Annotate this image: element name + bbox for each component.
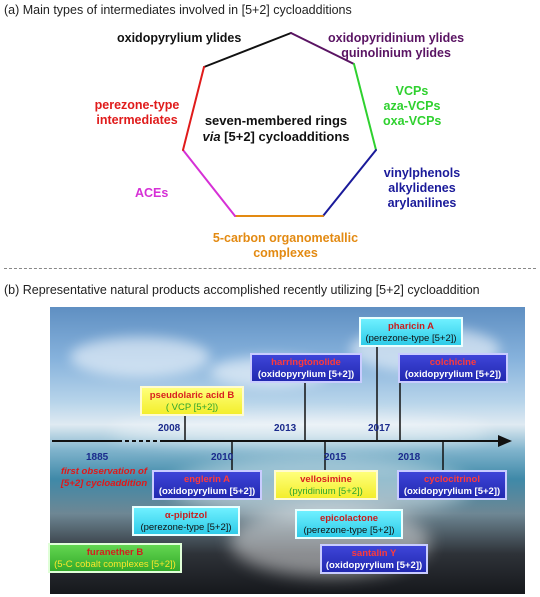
first-observation-note: first observation of [5+2] cycloaddition bbox=[56, 466, 152, 490]
first-observation-line-1: first observation of bbox=[60, 466, 148, 477]
label-bottom-line-1: 5-carbon organometallic bbox=[212, 231, 359, 245]
label-top-right: oxidopyridinium ylides quinolinium ylide… bbox=[328, 31, 464, 61]
box-harringtonolide-name: harringtonolide bbox=[271, 357, 341, 368]
year-2015: 2015 bbox=[324, 452, 347, 463]
label-top-line-1: oxidopyrylium ylides bbox=[117, 31, 242, 45]
box-englerin-a-name: englerin A bbox=[183, 474, 231, 485]
year-2017: 2017 bbox=[368, 423, 391, 434]
label-bottom-right-line-3: arylanilines bbox=[387, 196, 457, 210]
center-line-2-rest: [5+2] cycloadditions bbox=[220, 129, 350, 144]
label-bottom: 5-carbon organometallic complexes bbox=[198, 231, 373, 261]
box-harringtonolide-type: (oxidopyrylium [5+2]) bbox=[257, 369, 355, 380]
box-alpha-pipitzol-type: (perezone-type [5+2]) bbox=[140, 522, 232, 533]
box-pseudolaric-acid-b: pseudolaric acid B ( VCP [5+2]) bbox=[140, 386, 244, 416]
box-santalin-y-type: (oxidopyrylium [5+2]) bbox=[325, 560, 423, 571]
box-pharicin-a-type: (perezone-type [5+2]) bbox=[365, 333, 457, 344]
box-pharicin-a: pharicin A (perezone-type [5+2]) bbox=[359, 317, 463, 347]
box-colchicine: colchicine (oxidopyrylium [5+2]) bbox=[398, 353, 508, 383]
box-harringtonolide: harringtonolide (oxidopyrylium [5+2]) bbox=[250, 353, 362, 383]
center-line-1: seven-membered rings bbox=[204, 113, 348, 128]
box-cyclocitrinol-type: (oxidopyrylium [5+2]) bbox=[403, 486, 501, 497]
label-bottom-right-line-2: alkylidenes bbox=[388, 181, 456, 195]
label-right-line-1: VCPs bbox=[395, 84, 429, 98]
first-observation-line-2: [5+2] cycloaddition bbox=[60, 478, 148, 489]
box-vellosimine-name: vellosimine bbox=[300, 474, 352, 485]
heptagon-edge bbox=[322, 149, 377, 217]
year-2008: 2008 bbox=[158, 423, 181, 434]
heptagon-edge bbox=[353, 63, 377, 151]
heptagon-edge bbox=[182, 66, 205, 151]
box-furanether-b-type: (5-C cobalt complexes [5+2]) bbox=[54, 559, 176, 570]
center-text: seven-membered rings via [5+2] cycloaddi… bbox=[196, 113, 356, 145]
box-epicolactone-name: epicolactone bbox=[319, 513, 379, 524]
box-alpha-pipitzol: α-pipitzol (perezone-type [5+2]) bbox=[132, 506, 240, 536]
box-pharicin-a-name: pharicin A bbox=[387, 321, 435, 332]
label-top-right-line-2: quinolinium ylides bbox=[341, 46, 451, 60]
label-right-line-2: aza-VCPs bbox=[383, 99, 441, 113]
box-santalin-y: santalin Y (oxidopyrylium [5+2]) bbox=[320, 544, 428, 574]
box-colchicine-type: (oxidopyrylium [5+2]) bbox=[404, 369, 502, 380]
box-epicolactone: epicolactone (perezone-type [5+2]) bbox=[295, 509, 403, 539]
year-1885: 1885 bbox=[86, 452, 109, 463]
year-2018: 2018 bbox=[398, 452, 421, 463]
section-divider bbox=[4, 268, 536, 269]
box-cyclocitrinol: cyclocitrinol (oxidopyrylium [5+2]) bbox=[397, 470, 507, 500]
box-pseudolaric-acid-b-type: ( VCP [5+2]) bbox=[165, 402, 219, 413]
heptagon-edge bbox=[290, 32, 355, 65]
label-bottom-right-line-1: vinylphenols bbox=[383, 166, 461, 180]
year-2013: 2013 bbox=[274, 423, 297, 434]
box-santalin-y-name: santalin Y bbox=[351, 548, 397, 559]
box-furanether-b: furanether B (5-C cobalt complexes [5+2]… bbox=[48, 543, 182, 573]
center-via: via bbox=[202, 129, 221, 144]
box-englerin-a-type: (oxidopyrylium [5+2]) bbox=[158, 486, 256, 497]
section-b-title: (b) Representative natural products acco… bbox=[4, 283, 480, 297]
label-bottom-left-line-1: ACEs bbox=[135, 186, 169, 200]
box-colchicine-name: colchicine bbox=[429, 357, 477, 368]
heptagon-edge bbox=[203, 32, 292, 68]
label-right: VCPs aza-VCPs oxa-VCPs bbox=[383, 84, 441, 129]
year-2010: 2010 bbox=[211, 452, 234, 463]
box-alpha-pipitzol-name: α-pipitzol bbox=[164, 510, 208, 521]
section-a-title: (a) Main types of intermediates involved… bbox=[4, 3, 352, 17]
label-right-line-3: oxa-VCPs bbox=[383, 114, 442, 128]
heptagon-diagram bbox=[182, 32, 377, 217]
timeline-arrowhead bbox=[498, 435, 512, 447]
box-pseudolaric-acid-b-name: pseudolaric acid B bbox=[149, 390, 235, 401]
cloud-shape bbox=[70, 337, 210, 377]
label-left-line-1: perezone-type bbox=[94, 98, 180, 112]
heptagon-edge bbox=[182, 149, 236, 217]
label-bottom-line-2: complexes bbox=[253, 246, 318, 260]
box-vellosimine: vellosimine (pyridinium [5+2]) bbox=[274, 470, 378, 500]
box-epicolactone-type: (perezone-type [5+2]) bbox=[303, 525, 395, 536]
heptagon-edges bbox=[182, 32, 377, 217]
label-bottom-right: vinylphenols alkylidenes arylanilines bbox=[372, 166, 472, 211]
box-vellosimine-type: (pyridinium [5+2]) bbox=[289, 486, 363, 497]
label-left: perezone-type intermediates bbox=[89, 98, 185, 128]
box-cyclocitrinol-name: cyclocitrinol bbox=[424, 474, 480, 485]
label-top-right-line-1: oxidopyridinium ylides bbox=[328, 31, 465, 45]
box-englerin-a: englerin A (oxidopyrylium [5+2]) bbox=[152, 470, 262, 500]
label-left-line-2: intermediates bbox=[96, 113, 178, 127]
center-line-2: via [5+2] cycloadditions bbox=[196, 129, 356, 145]
label-bottom-left: ACEs bbox=[135, 186, 168, 201]
label-top: oxidopyrylium ylides bbox=[117, 31, 241, 46]
box-furanether-b-name: furanether B bbox=[86, 547, 144, 558]
